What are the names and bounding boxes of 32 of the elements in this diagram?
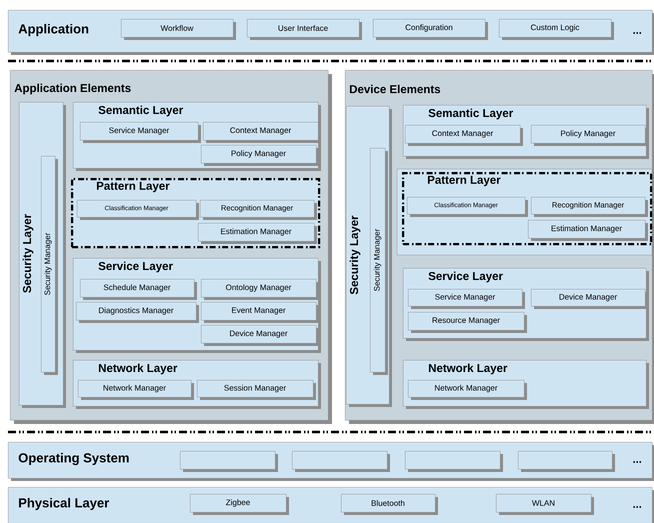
component-box: Ontology Manager [201, 279, 319, 300]
security-manager-bar: Security Manager [370, 148, 388, 375]
component-box: Policy Manager [201, 145, 319, 166]
component-box: Event Manager [201, 302, 319, 323]
component-box: Diagnostics Manager [76, 302, 199, 323]
component-box: Custom Logic [499, 19, 614, 40]
security-manager-bar: Security Manager [41, 156, 58, 375]
component-box: Context Manager [405, 125, 523, 146]
component-box [180, 451, 278, 472]
component-box: Estimation Manager [198, 223, 317, 244]
component-box [518, 451, 615, 472]
component-box: Service Manager [80, 122, 201, 143]
component-box: Context Manager [203, 122, 321, 143]
component-box [405, 451, 503, 472]
component-box: Device Manager [531, 289, 648, 309]
component-box: Network Manager [408, 380, 527, 400]
component-box: Device Manager [201, 325, 319, 346]
node-label: Device Manager [560, 294, 617, 302]
component-box: Configuration [373, 19, 488, 40]
component-box: Service Manager [408, 289, 525, 309]
component-box: Resource Manager [408, 312, 527, 333]
component-box: Workflow [121, 19, 236, 40]
component-box: Session Manager [197, 380, 316, 400]
component-box: Policy Manager [531, 125, 648, 146]
component-box: Network Manager [78, 380, 194, 400]
component-box: Zigbee [190, 494, 289, 515]
component-box: User Interface [247, 19, 362, 40]
component-box [292, 451, 390, 472]
component-box: Estimation Manager [528, 220, 648, 241]
component-box: Schedule Manager [80, 279, 197, 300]
component-box: Bluetooth [341, 494, 438, 515]
component-box: WLAN [496, 494, 594, 515]
